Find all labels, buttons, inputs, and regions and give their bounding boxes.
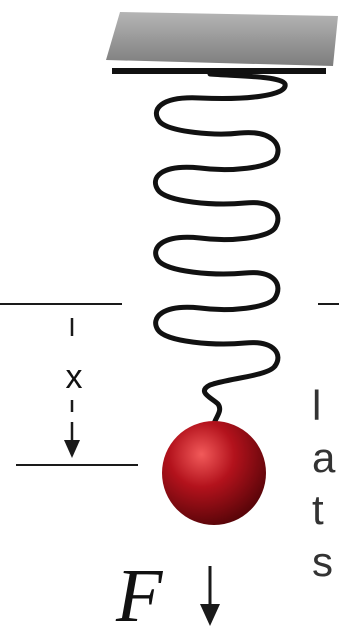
force-arrow xyxy=(200,566,220,626)
ceiling-support xyxy=(106,12,338,74)
mass-ball xyxy=(162,421,266,525)
side-text-fragment-4: s xyxy=(312,538,333,585)
coil-spring xyxy=(152,71,288,451)
side-text-fragment-1: l xyxy=(312,382,322,429)
clipped-side-text: l a t s xyxy=(312,380,339,588)
side-text-fragment-3: t xyxy=(312,486,324,533)
displacement-arrow xyxy=(64,318,80,458)
force-label: F xyxy=(116,554,163,638)
side-text-fragment-2: a xyxy=(312,434,336,481)
displacement-label: x xyxy=(65,358,83,396)
